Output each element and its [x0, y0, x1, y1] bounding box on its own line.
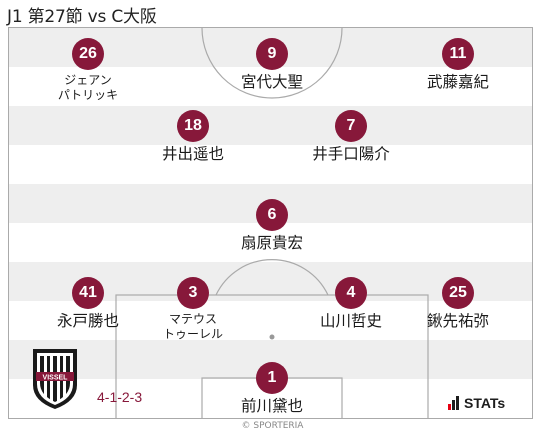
- player-defender-center-left: 3 マテウストゥーレル: [128, 277, 258, 342]
- player-number-badge: 7: [335, 110, 367, 142]
- player-number-badge: 26: [72, 38, 104, 70]
- player-number-badge: 3: [177, 277, 209, 309]
- player-number-badge: 41: [72, 277, 104, 309]
- player-defender-center-right: 4 山川哲史: [286, 277, 416, 330]
- player-name: 永戸勝也: [56, 312, 119, 330]
- player-defender-left: 41 永戸勝也: [23, 277, 153, 330]
- player-number-badge: 11: [442, 38, 474, 70]
- stats-logo: STATs: [448, 394, 505, 410]
- stats-logo-text: STATs: [464, 395, 506, 411]
- club-crest-icon: VISSEL: [33, 349, 77, 409]
- player-midfield-right: 7 井手口陽介: [286, 110, 416, 163]
- player-name: 井出遥也: [161, 145, 224, 163]
- player-number-badge: 18: [177, 110, 209, 142]
- player-forward-right: 11 武藤嘉紀: [393, 38, 523, 91]
- player-number-badge: 9: [256, 38, 288, 70]
- player-name: 鍬先祐弥: [426, 312, 489, 330]
- stats-bars-icon: [448, 396, 459, 410]
- player-name: 山川哲史: [319, 312, 382, 330]
- player-name: 井手口陽介: [312, 145, 390, 163]
- player-number-badge: 4: [335, 277, 367, 309]
- player-name: ジェアンパトリッキ: [57, 73, 119, 102]
- formation-label: 4-1-2-3: [97, 389, 143, 405]
- player-name: 宮代大聖: [240, 73, 303, 91]
- pitch-markings: [115, 28, 429, 418]
- copyright-text: © SPORTERIA: [241, 421, 304, 431]
- player-forward-center: 9 宮代大聖: [207, 38, 337, 91]
- player-name: 前川黛也: [240, 397, 303, 415]
- player-name: マテウストゥーレル: [162, 312, 223, 341]
- player-defender-right: 25 鍬先祐弥: [393, 277, 523, 330]
- player-anchor: 6 扇原貴宏: [207, 199, 337, 252]
- page-title: J1 第27節 vs C大阪: [7, 7, 157, 27]
- pitch-stripe: [9, 106, 532, 145]
- player-midfield-left: 18 井出遥也: [128, 110, 258, 163]
- player-name: 武藤嘉紀: [426, 73, 489, 91]
- player-goalkeeper: 1 前川黛也: [207, 362, 337, 415]
- player-name: 扇原貴宏: [240, 234, 303, 252]
- player-number-badge: 6: [256, 199, 288, 231]
- player-number-badge: 1: [256, 362, 288, 394]
- player-forward-left: 26 ジェアンパトリッキ: [23, 38, 153, 103]
- club-crest-text: VISSEL: [43, 375, 69, 382]
- player-number-badge: 25: [442, 277, 474, 309]
